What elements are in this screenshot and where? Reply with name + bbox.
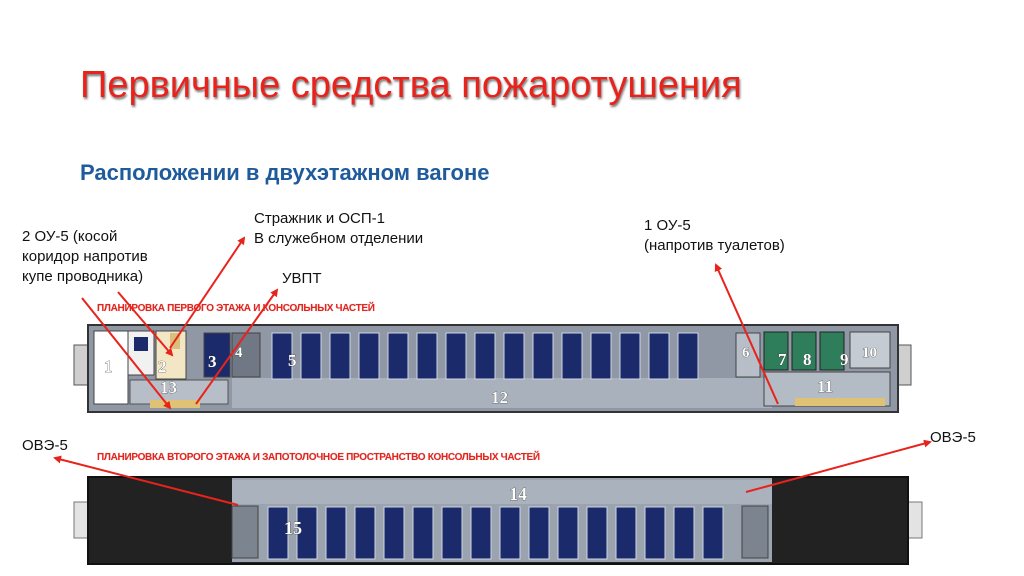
guard-device — [134, 337, 148, 351]
corridor-12 — [232, 378, 772, 408]
seat-block — [474, 332, 496, 380]
seat-block — [383, 506, 405, 560]
zone-label: 8 — [803, 350, 812, 369]
toilet-corridor-floor — [795, 398, 885, 406]
annotation-ou5-toilets: 1 ОУ-5 (напротив туалетов) — [644, 216, 785, 256]
annotation-guard: Стражник и ОСП-1 В служебном отделении — [254, 209, 423, 249]
first-floor-seats — [271, 332, 699, 380]
seat-block — [271, 332, 293, 380]
arrow-ou5-toilets — [714, 263, 779, 405]
seat-block — [586, 506, 608, 560]
compartment-3 — [203, 332, 231, 378]
upper-stairs-right — [741, 505, 769, 559]
arrow-ove-left — [53, 455, 239, 506]
arrow-ou5-corridor — [81, 297, 172, 410]
zone-label: 15 — [284, 518, 302, 538]
slide-subtitle: Расположении в двухэтажном вагоне — [80, 160, 490, 185]
zone-label: 11 — [817, 377, 833, 396]
zone-label: 3 — [208, 352, 217, 371]
seat-block — [702, 506, 724, 560]
seat-block — [387, 332, 409, 380]
annotation-line: (напротив туалетов) — [644, 237, 785, 254]
annotation-line: купе проводника) — [22, 268, 144, 285]
seat-block — [615, 506, 637, 560]
annotation-line: В служебном отделении — [254, 230, 424, 247]
seat-block — [499, 506, 521, 560]
seat-block — [412, 506, 434, 560]
arrow-ou5-compartment — [117, 291, 174, 357]
annotation-line: 2 ОУ-5 (косой — [22, 228, 118, 245]
seat-block — [673, 506, 695, 560]
seat-block — [325, 506, 347, 560]
zone-label: 6 — [742, 345, 750, 361]
zone-label: 1 — [104, 357, 113, 376]
zone-label: 10 — [862, 345, 877, 361]
first-floor-caption: ПЛАНИРОВКА ПЕРВОГО ЭТАЖА И КОНСОЛЬНЫХ ЧА… — [97, 303, 375, 314]
zone-label: 2 — [158, 357, 167, 376]
seat-block — [416, 332, 438, 380]
annotation-uvpt: УВПТ — [282, 270, 322, 287]
seat-block — [557, 506, 579, 560]
annotation-line: коридор напротив — [22, 248, 148, 265]
second-floor-seats — [267, 506, 724, 560]
seat-block — [648, 332, 670, 380]
annotation-line: 1 ОУ-5 — [644, 217, 691, 234]
second-floor-caption: ПЛАНИРОВКА ВТОРОГО ЭТАЖА И ЗАПОТОЛОЧНОЕ … — [97, 452, 540, 463]
vestibule-10 — [849, 331, 891, 369]
annotation-ove-right: ОВЭ-5 — [930, 429, 976, 446]
seat-block — [470, 506, 492, 560]
toilet-7 — [763, 331, 789, 371]
conductor-area — [150, 400, 200, 408]
zone-label: 14 — [509, 484, 527, 504]
zone-label: 5 — [288, 351, 297, 370]
seat-block — [619, 332, 641, 380]
annotation-ove-left: ОВЭ-5 — [22, 437, 68, 454]
first-floor-plan — [73, 324, 912, 413]
seat-block — [561, 332, 583, 380]
arrow-guard — [169, 236, 246, 349]
seat-block — [590, 332, 612, 380]
arrow-uvpt — [195, 288, 279, 405]
pointer-arrows — [53, 236, 932, 506]
seat-block — [296, 506, 318, 560]
seat-block — [354, 506, 376, 560]
annotation-line: Стражник и ОСП-1 — [254, 210, 385, 227]
seat-block — [528, 506, 550, 560]
zone-label: 7 — [778, 350, 787, 369]
corridor-14 — [232, 480, 772, 504]
seat-block — [300, 332, 322, 380]
seat-block — [677, 332, 699, 380]
seat-block — [441, 506, 463, 560]
zone-label: 9 — [840, 350, 849, 369]
second-floor-plan — [73, 476, 923, 565]
seat-block — [532, 332, 554, 380]
upper-stairs-left — [231, 505, 259, 559]
slide-title: Первичные средства пожаротушения — [80, 64, 742, 106]
zone-label: 4 — [235, 345, 243, 361]
seat-block — [644, 506, 666, 560]
zone-label: 13 — [160, 378, 177, 397]
vestibule-1 — [93, 330, 129, 405]
seat-block — [503, 332, 525, 380]
seat-block — [267, 506, 289, 560]
toilet-8 — [791, 331, 817, 371]
zone-label: 12 — [491, 388, 508, 407]
seat-block — [358, 332, 380, 380]
arrow-ove-right — [745, 439, 932, 493]
toilet-9 — [819, 331, 845, 371]
annotation-ou5-corridor: 2 ОУ-5 (косой коридор напротив купе пров… — [22, 227, 148, 287]
stairs-4 — [231, 332, 261, 378]
zone-labels: 1 2 3 4 5 6 7 8 9 10 11 12 13 14 15 — [104, 345, 878, 539]
seat-block — [329, 332, 351, 380]
seat-block — [445, 332, 467, 380]
